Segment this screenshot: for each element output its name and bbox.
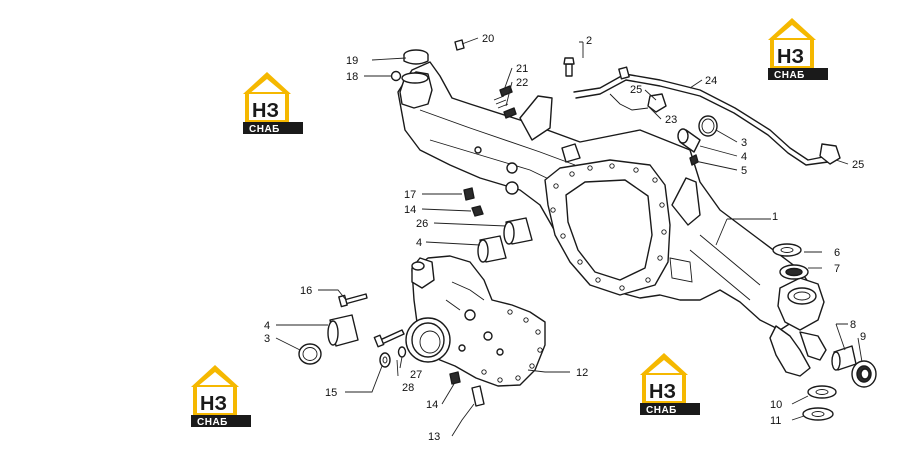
logo-caption: СНАБ (197, 417, 228, 428)
callout-24: 24 (705, 75, 717, 87)
callout-14-lower: 14 (426, 399, 438, 411)
part-bolt-17 (463, 187, 475, 201)
part-bolt-16 (338, 293, 368, 308)
leader-lines (275, 37, 863, 437)
part-bolt-15 (373, 329, 405, 348)
callout-3-upper: 3 (741, 137, 747, 149)
part-nut-lower (449, 371, 461, 385)
part-bushing-right (831, 345, 857, 371)
callout-10: 10 (770, 399, 782, 411)
part-plug (390, 70, 402, 82)
callout-19: 19 (346, 55, 358, 67)
callout-23: 23 (665, 114, 677, 126)
part-bushing-mid (477, 235, 507, 263)
part-bushing-26 (503, 217, 533, 245)
part-washer-28 (379, 352, 391, 368)
callout-15: 15 (325, 387, 337, 399)
logo-mark-text: НЗ (777, 46, 804, 68)
callout-labels: 1 2 3 4 5 6 7 8 9 10 11 12 13 14 14 15 1… (264, 33, 866, 443)
part-washer-11 (802, 407, 834, 421)
brake-pipe (573, 66, 841, 166)
logo-mark-text: НЗ (252, 100, 279, 122)
logo-caption: СНАБ (774, 70, 805, 81)
swivel-housing (405, 255, 546, 387)
part-bushing-lower (327, 314, 359, 347)
part-cap (403, 49, 429, 65)
part-o-ring-lower (298, 343, 322, 365)
part-seal-7 (779, 264, 809, 280)
logo-mark-text: НЗ (200, 393, 227, 415)
callout-4-middle: 4 (416, 237, 422, 249)
callout-26: 26 (416, 218, 428, 230)
brand-logo-top-right: НЗ СНАБ (768, 18, 828, 81)
callout-8: 8 (850, 319, 856, 331)
part-shim-10 (807, 385, 837, 399)
callout-13: 13 (428, 431, 440, 443)
callout-20: 20 (482, 33, 494, 45)
callout-3-lower: 3 (264, 333, 270, 345)
callout-21: 21 (516, 63, 528, 75)
part-o-ring-upper (698, 115, 718, 137)
callout-14-upper: 14 (404, 204, 416, 216)
callout-11: 11 (770, 415, 781, 427)
callout-25-right: 25 (852, 159, 864, 171)
callout-27: 27 (410, 369, 422, 381)
callout-5: 5 (741, 165, 747, 177)
callout-4-lower: 4 (264, 320, 270, 332)
callout-12: 12 (576, 367, 588, 379)
callout-4-upper: 4 (741, 151, 747, 163)
brand-logo-left: НЗ СНАБ (243, 72, 303, 135)
part-seal-right (851, 360, 877, 388)
part-washer-27 (397, 346, 407, 358)
callout-1: 1 (772, 211, 778, 223)
part-bushing-23 (677, 128, 701, 153)
axle-housing (397, 61, 827, 377)
callout-22: 22 (516, 77, 528, 89)
callout-28: 28 (402, 382, 414, 394)
callout-25-left: 25 (630, 84, 642, 96)
logo-caption: СНАБ (249, 124, 280, 135)
callout-16: 16 (300, 285, 312, 297)
logo-mark-text: НЗ (649, 381, 676, 403)
part-breather (563, 57, 575, 77)
brand-logo-bottom-center: НЗ СНАБ (640, 353, 700, 416)
part-plug-small (454, 39, 465, 51)
part-shim-6 (772, 243, 802, 257)
part-pin-13 (471, 385, 485, 407)
callout-18: 18 (346, 71, 358, 83)
callout-6: 6 (834, 247, 840, 259)
callout-2: 2 (586, 35, 592, 47)
brand-logo-bottom-left: НЗ СНАБ (191, 365, 251, 428)
callout-17: 17 (404, 189, 416, 201)
callout-7: 7 (834, 263, 840, 275)
callout-9: 9 (860, 331, 866, 343)
part-nut-upper (471, 205, 484, 217)
part-studs (493, 85, 517, 119)
logo-caption: СНАБ (646, 405, 677, 416)
